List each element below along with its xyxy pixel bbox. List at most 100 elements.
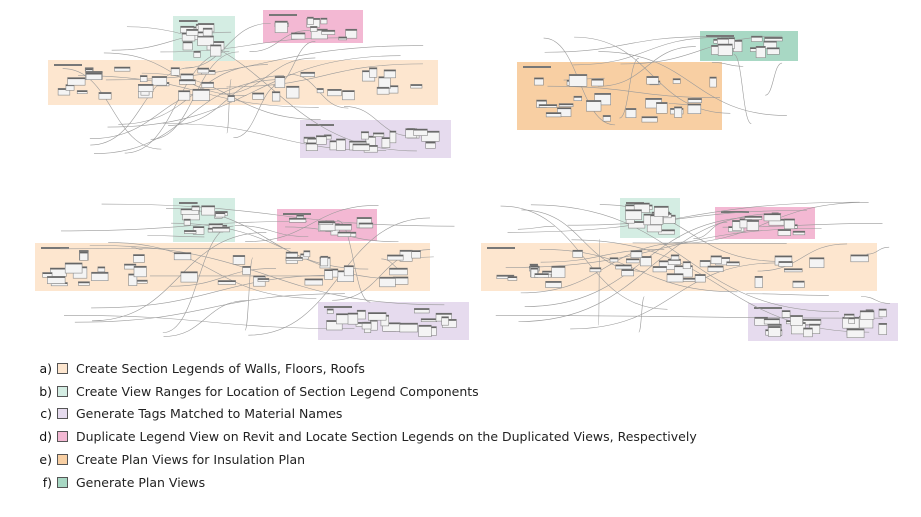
p3-b-node-header <box>181 208 199 211</box>
p4-a-node-header <box>572 250 583 252</box>
p3-b-node-header <box>209 223 223 226</box>
p3-d-node-header <box>337 231 351 234</box>
p4-wire <box>505 228 822 268</box>
p3-a-node-header <box>50 268 67 270</box>
p3-c-node-header <box>436 313 452 315</box>
p2-wire <box>574 36 731 114</box>
p3-a-node-header <box>379 277 396 279</box>
p3-c-node-header <box>336 313 351 316</box>
p2-f-node <box>717 43 733 56</box>
p4-d-node-header <box>784 218 795 221</box>
p1-c-node-header <box>413 129 428 131</box>
p1-a-node-header <box>140 75 148 77</box>
p4-wire <box>518 213 782 322</box>
p1-a-node-header <box>114 67 130 69</box>
p2-e-node-header <box>641 116 658 119</box>
p4-wire <box>746 293 829 296</box>
p3-a-node-header <box>393 276 408 279</box>
p4-c-node-header <box>809 324 820 326</box>
p1-a-node-header <box>197 68 209 70</box>
p3-group-a-title <box>41 247 69 249</box>
p1-c-node-header <box>307 138 323 140</box>
p4-a-node-header <box>534 273 549 275</box>
p4-c-node <box>768 326 781 337</box>
p1-d-node-header <box>320 18 327 20</box>
p1-b-node-header <box>203 28 213 30</box>
p3-c-node <box>347 312 359 325</box>
p4-c-node-header <box>754 317 768 319</box>
p1-a-node-header <box>67 77 86 80</box>
legend-swatch-d <box>57 430 68 442</box>
p4-a-node-header <box>850 254 869 257</box>
p3-d-node-header <box>289 218 306 220</box>
p3-c-node-header <box>399 323 418 325</box>
p4-b-node-header <box>634 203 650 205</box>
p4-a-node-header <box>531 268 538 270</box>
p1-wire <box>226 79 232 134</box>
legend-swatch-f <box>57 476 68 488</box>
p4-c-node-header <box>860 310 874 313</box>
p1-b-node-header <box>183 41 193 44</box>
p1-a-node-header <box>384 85 398 88</box>
legend-item-b: b) Create View Ranges for Location of Se… <box>36 381 478 401</box>
p3-a-node-header <box>324 269 333 271</box>
p3-wire <box>163 300 248 337</box>
p1-b-node-header <box>207 41 224 43</box>
p1-group-a-title <box>54 64 82 66</box>
p3-a-node-header <box>180 271 198 274</box>
p1-a-node-header <box>369 67 377 70</box>
p3-b-node-header <box>184 219 191 221</box>
p4-wire <box>567 210 807 226</box>
p4-a-node-header <box>809 257 824 260</box>
p3-a-node <box>133 265 147 278</box>
p1-a-node-header <box>77 90 88 92</box>
p3-group-d-title <box>283 213 311 215</box>
p4-wire <box>507 201 860 233</box>
p3-wire <box>101 203 455 227</box>
p3-group-c-title <box>324 306 352 308</box>
legend-text-a: Create Section Legends of Walls, Floors,… <box>76 360 365 376</box>
p4-c-node-header <box>764 318 780 321</box>
p3-d-node-header <box>318 221 333 224</box>
p2-e-node <box>586 100 602 112</box>
p1-a-node <box>192 88 210 101</box>
p1-c-node <box>381 137 391 148</box>
p1-a-node-header <box>179 79 196 82</box>
p2-wire <box>573 37 720 66</box>
p1-c-node-header <box>365 136 376 138</box>
p2-e-node-header <box>688 98 702 100</box>
p3-c-node-header <box>326 320 343 322</box>
p1-a-node-header <box>377 87 390 89</box>
p3-wire <box>170 268 276 287</box>
p3-wire <box>147 235 205 238</box>
p1-c-node <box>389 130 397 144</box>
p2-wire <box>544 36 707 53</box>
p4-wire <box>757 243 848 272</box>
p1-c-node-header <box>324 134 332 137</box>
p4-a-node-header <box>707 266 724 268</box>
p3-a-node-header <box>78 281 90 284</box>
p1-a-node-header <box>275 76 285 78</box>
p1-a-node-header <box>138 84 154 86</box>
p4-c-node-header <box>878 323 887 325</box>
p1-c-node-header <box>425 141 436 144</box>
p2-f-node-header <box>751 36 763 38</box>
p1-d-node-header <box>338 36 347 39</box>
legend-key-c: c) <box>40 405 52 421</box>
p1-c-node-header <box>352 143 370 146</box>
p2-wire <box>733 54 752 124</box>
p3-b-node-header <box>201 205 215 208</box>
p1-wire <box>226 63 423 88</box>
p4-wire <box>570 262 778 330</box>
p4-wire <box>662 202 869 245</box>
p1-c-node-header <box>405 128 417 131</box>
p3-wire <box>244 257 254 331</box>
p4-group-d-title <box>721 211 749 213</box>
p1-c-node-header <box>306 142 318 145</box>
p3-a-node-header <box>124 264 136 266</box>
legend-swatch-b <box>57 385 68 397</box>
p2-e-node-header <box>656 102 668 104</box>
p1-c-node-header <box>364 145 378 147</box>
p4-b-node-header <box>658 229 675 232</box>
p3-wire <box>234 225 309 237</box>
